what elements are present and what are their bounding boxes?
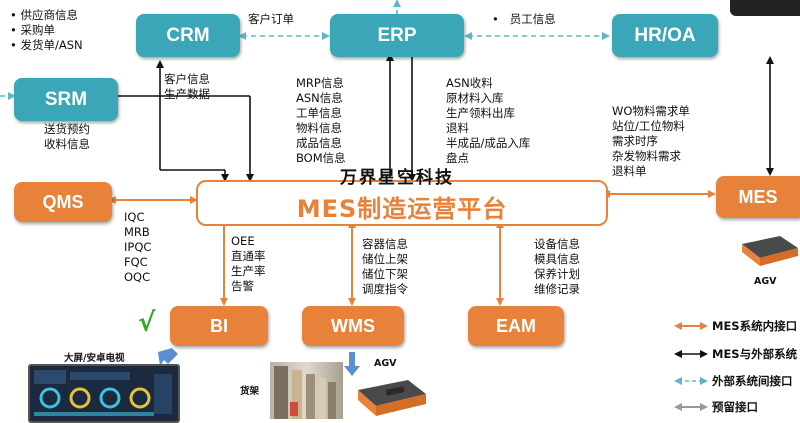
shelf-art	[274, 366, 336, 419]
note-erp-hr: • 员工信息	[492, 12, 556, 26]
dashboard-screen-image	[28, 364, 180, 423]
note-line: 生产率	[231, 264, 266, 278]
node-eam[interactable]: EAM	[468, 306, 564, 346]
note-line: 客户信息	[164, 72, 210, 86]
note-line: 物料信息	[296, 121, 342, 135]
node-srm[interactable]: SRM	[14, 78, 118, 121]
note-line: 直通率	[231, 249, 266, 263]
note-line: ASN信息	[296, 91, 343, 105]
note-item: • 采购单	[10, 23, 55, 37]
shelf-label: 货架	[240, 386, 260, 397]
note-line: 工单信息	[296, 106, 342, 120]
note-line: 需求时序	[612, 134, 658, 148]
note-item: • 发货单/ASN	[10, 38, 83, 52]
note-line: BOM信息	[296, 151, 346, 165]
note-line: FQC	[124, 255, 148, 269]
note-line: 生产领料出库	[446, 106, 515, 120]
node-hroa[interactable]: HR/OA	[612, 14, 718, 57]
note-line: 保养计划	[534, 267, 580, 281]
note-line: OQC	[124, 270, 151, 284]
note-line: 杂发物料需求	[612, 149, 681, 163]
note-line: MRB	[124, 225, 150, 239]
note-line: IQC	[124, 210, 145, 224]
note-top-left: • 供应商信息 • 采购单 • 发货单/ASN	[10, 8, 83, 53]
watermark-text: 万界星空科技	[340, 168, 454, 188]
note-line: WO物料需求单	[612, 104, 690, 118]
note-line: 成品信息	[296, 136, 342, 150]
note-line: 盘点	[446, 151, 469, 165]
platform-box[interactable]: MES制造运营平台	[196, 180, 608, 226]
note-line: 生产数据	[164, 87, 210, 101]
note-item: • 供应商信息	[10, 8, 78, 22]
agv-robot-icon	[358, 380, 426, 416]
note-line: 维修记录	[534, 282, 580, 296]
note-line: 送货预约	[44, 122, 90, 136]
node-mes[interactable]: MES	[716, 176, 800, 218]
legend-external-label: MES与外部系统	[712, 347, 798, 361]
note-line: 调度指令	[362, 282, 408, 296]
note-hr-mes: WO物料需求单 站位/工位物料 需求时序 杂发物料需求 退料单	[612, 104, 690, 179]
warehouse-shelf-image	[270, 362, 343, 419]
note-line: ASN收料	[446, 76, 493, 90]
node-bi[interactable]: BI	[170, 306, 268, 346]
node-qms[interactable]: QMS	[14, 182, 112, 222]
corner-bar	[730, 0, 800, 16]
screen-label: 大屏/安卓电视	[64, 353, 125, 364]
note-line: 储位上架	[362, 252, 408, 266]
note-line: 模具信息	[534, 252, 580, 266]
legend-between-label: 外部系统间接口	[712, 374, 793, 388]
note-line: OEE	[231, 234, 255, 248]
platform-title: MES制造运营平台	[296, 194, 508, 223]
node-erp[interactable]: ERP	[330, 14, 464, 57]
legend-reserved-label: 预留接口	[712, 400, 758, 414]
note-crm-down: 客户信息 生产数据	[164, 72, 210, 102]
node-wms[interactable]: WMS	[302, 306, 404, 346]
note-line: MRP信息	[296, 76, 344, 90]
check-icon: √	[138, 308, 156, 338]
note-qms-down: IQC MRB IPQC FQC OQC	[124, 210, 151, 285]
note-line: 退料单	[612, 164, 647, 178]
agv-label-right: AGV	[754, 276, 777, 287]
dashboard-screen-art	[34, 370, 172, 416]
note-line: 退料	[446, 121, 469, 135]
note-line: 容器信息	[362, 237, 408, 251]
arrow-wms-agv	[344, 352, 360, 376]
note-line: 告警	[231, 279, 254, 293]
note-erp-right: ASN收料 原材料入库 生产领料出库 退料 半成品/成品入库 盘点	[446, 76, 530, 166]
node-crm[interactable]: CRM	[136, 14, 240, 57]
note-crm-erp: 客户订单	[248, 12, 294, 26]
note-eam-up: 设备信息 模具信息 保养计划 维修记录	[534, 237, 580, 297]
note-line: 设备信息	[534, 237, 580, 251]
legend-internal-label: MES系统内接口	[712, 319, 798, 333]
note-bi-up: OEE 直通率 生产率 告警	[231, 234, 266, 294]
note-line: IPQC	[124, 240, 152, 254]
agv-robot-icon-right	[742, 236, 798, 266]
note-line: 原材料入库	[446, 91, 504, 105]
arrow-bi-screen	[158, 348, 178, 366]
agv-label-bottom: AGV	[374, 358, 397, 369]
note-wms-up: 容器信息 储位上架 储位下架 调度指令	[362, 237, 408, 297]
note-line: 收料信息	[44, 137, 90, 151]
note-srm-down: 送货预约 收料信息	[44, 122, 90, 152]
note-line: 站位/工位物料	[612, 119, 685, 133]
note-line: 半成品/成品入库	[446, 136, 531, 150]
note-line: 储位下架	[362, 267, 408, 281]
note-erp-left: MRP信息 ASN信息 工单信息 物料信息 成品信息 BOM信息	[296, 76, 346, 166]
